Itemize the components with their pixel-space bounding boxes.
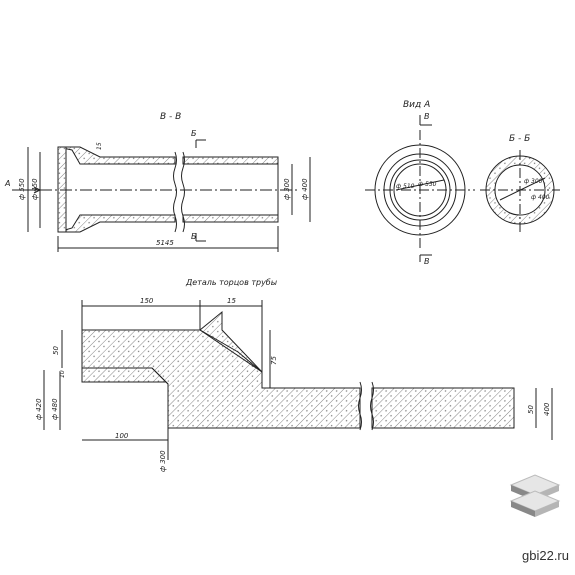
cut-b-bottom: Б [191, 232, 197, 241]
dim-detail-10: 10 [59, 370, 66, 378]
dim-view-d510: ф 510 [396, 183, 415, 190]
dim-detail-50-right: 50 [527, 405, 535, 414]
dim-view-d300: ф 300 [524, 178, 543, 185]
view-a-arrow-label: А [4, 179, 10, 188]
dim-detail-d480: ф 480 [51, 398, 59, 420]
dim-detail-75: 75 [270, 356, 278, 365]
dim-detail-d300: ф 300 [159, 450, 167, 472]
dim-d450-top: ф 450 [31, 178, 39, 200]
view-a-title: Вид А [403, 100, 430, 110]
section-b-b [480, 150, 560, 232]
dim-detail-400: 400 [543, 402, 551, 416]
pipe-end-detail [43, 300, 553, 460]
cut-v-bottom: В [424, 257, 430, 266]
dim-detail-d420: ф 420 [35, 398, 43, 420]
dim-detail-150: 150 [140, 297, 154, 305]
pipe-longitudinal-section [12, 139, 311, 252]
dim-d400-top: ф 400 [301, 178, 309, 200]
dim-15-top: 15 [96, 142, 103, 150]
stacked-slabs-logo-icon [509, 474, 561, 517]
section-b-title: Б - Б [509, 134, 530, 144]
dim-d550-top: ф 550 [18, 178, 26, 200]
dim-detail-15: 15 [227, 297, 236, 305]
cut-v-top: В [424, 112, 430, 121]
dim-detail-100: 100 [115, 432, 129, 440]
dim-length: 5145 [156, 239, 174, 247]
view-a [365, 115, 475, 262]
dim-d300-top: ф 300 [283, 178, 291, 200]
detail-title: Деталь торцов трубы [185, 278, 277, 287]
section-bb-title: В - В [160, 112, 181, 122]
dim-detail-50: 50 [52, 346, 60, 355]
cut-b-top: Б [191, 129, 197, 138]
dim-view-d550: ф 550 [418, 181, 437, 188]
site-watermark: gbi22.ru [522, 548, 569, 563]
dim-view-d400: ф 400 [531, 194, 550, 201]
